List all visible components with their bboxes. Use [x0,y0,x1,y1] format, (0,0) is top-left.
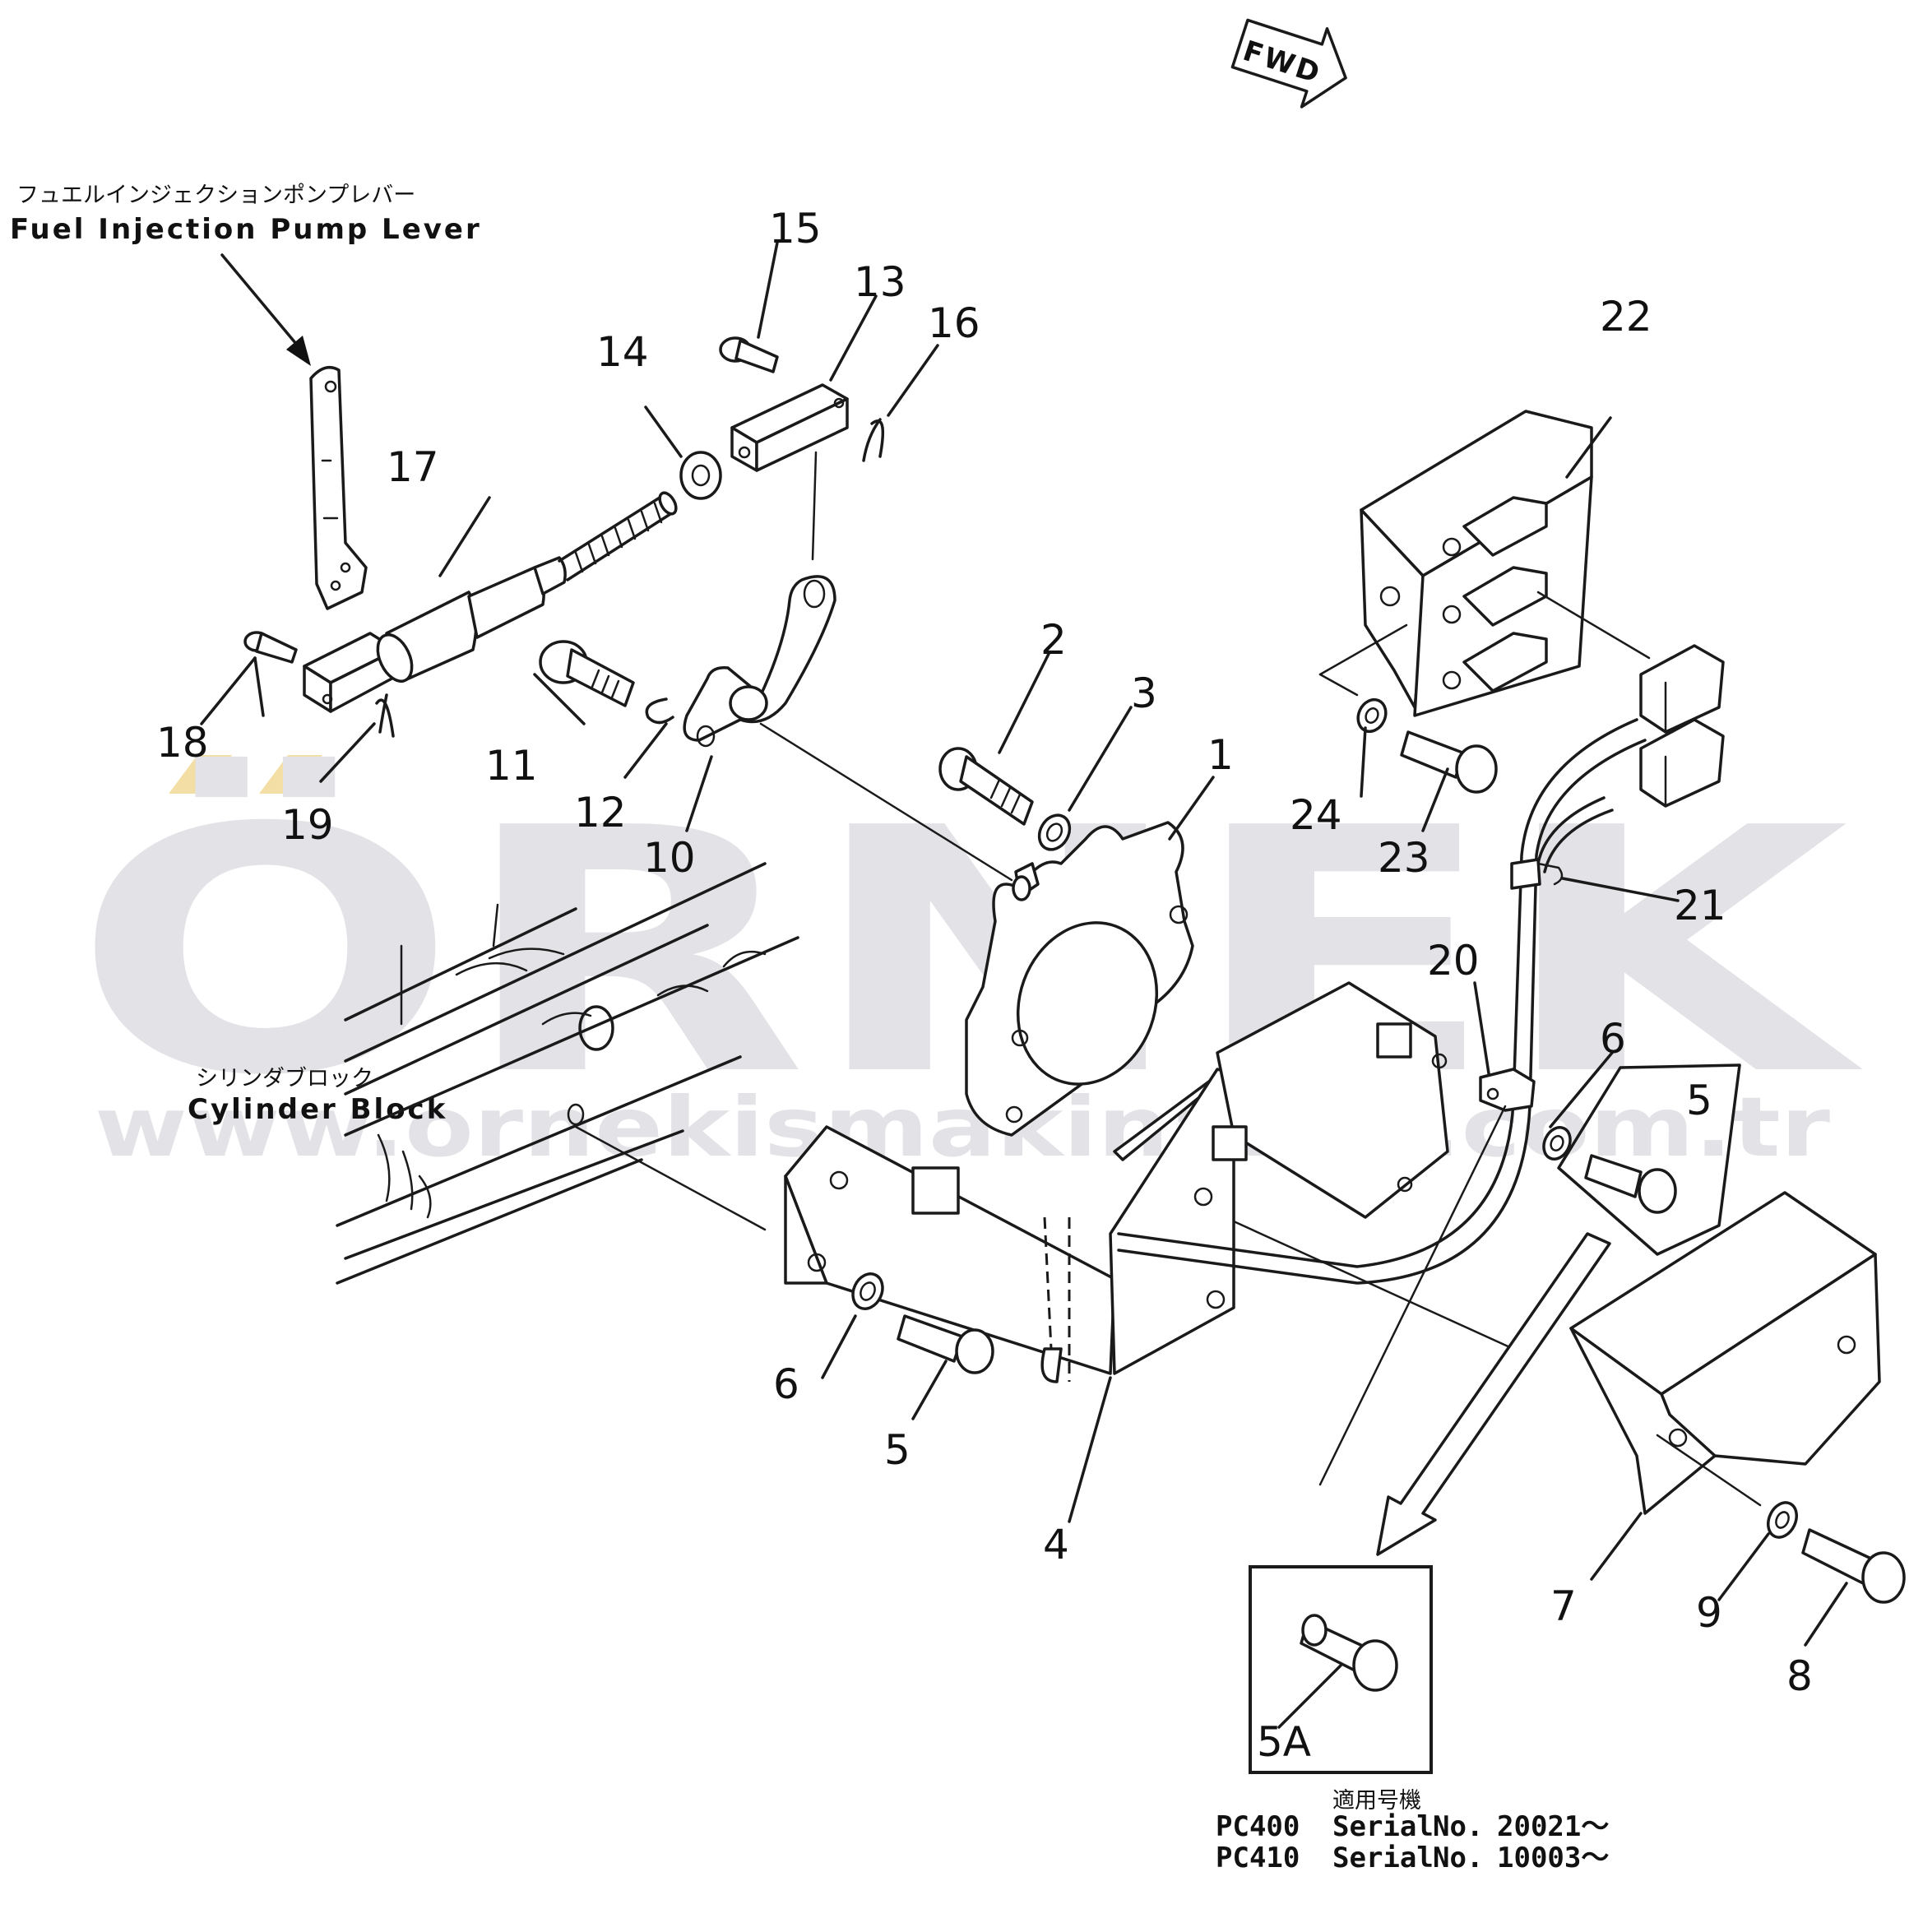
washer-6-left [851,1272,884,1310]
serial-pc400: 20021～ [1497,1810,1609,1843]
callout-6-right: 6 [1600,1015,1626,1063]
bolt-5-left [897,1314,994,1374]
bracket-4 [784,981,1449,1383]
assembly-line [574,1125,767,1231]
actuator-1 [965,821,1194,1137]
wiring-harness [1117,644,1725,1285]
watermark-umlaut-right [259,755,322,794]
fuel-pump-lever-label: Fuel Injection Pump Lever [10,213,482,246]
fuel-pump-lever-label-jp: フュエルインジェクションポンプレバー [16,183,415,208]
bolt-2 [938,747,1034,826]
assembly-line [1318,673,1359,697]
callout-22: 22 [1600,293,1652,341]
no-label-pc410: No. [1433,1842,1483,1874]
assembly-line [811,451,818,561]
callout-12: 12 [574,789,627,836]
callout-23: 23 [1378,834,1430,882]
assembly-line [1318,623,1408,676]
callout-5-right: 5 [1686,1077,1712,1124]
watermark-url: www.ornekismakinalari.com.tr [95,1079,1831,1175]
callout-1: 1 [1207,731,1234,779]
cotter-pin-19 [375,693,395,738]
cylinder-block-label: Cylinder Block [188,1093,447,1126]
callout-5-left: 5 [884,1426,911,1474]
watermark-umlaut-left [169,755,232,794]
model-pc400: PC400 [1216,1810,1300,1843]
cover-7 [1569,1191,1881,1515]
callout-14: 14 [596,328,649,376]
applicability-block: 適用号機 PC400 Serial No. 20021～ PC410 Seria… [1216,1788,1609,1874]
serial-pc410: 10003～ [1497,1842,1609,1874]
assembly-line [759,722,1013,882]
callout-21: 21 [1674,882,1726,929]
callout-10: 10 [643,834,696,882]
control-rod-assembly [303,491,678,713]
callout-16: 16 [928,299,980,347]
bolt-8 [1801,1528,1906,1604]
callout-9: 9 [1696,1589,1722,1637]
cylinder-block-label-jp: シリンダブロック [196,1066,373,1091]
nut-14 [679,451,722,500]
callout-13: 13 [854,258,906,306]
model-pc410: PC410 [1216,1842,1300,1874]
fuel-lever-pointer-line [220,253,306,355]
fwd-arrow: FWD [1230,18,1347,109]
lever-10 [683,575,836,748]
callout-7: 7 [1550,1582,1577,1630]
arrow-head-icon [286,336,311,366]
callout-15: 15 [769,205,822,253]
callout-2: 2 [1040,616,1067,664]
callout-6-left: 6 [773,1360,799,1408]
connector-block-13 [730,383,849,472]
callout-leaders [200,241,1848,1647]
washer-3 [1037,813,1072,851]
assembly-line [1318,1105,1507,1486]
inset-part-label: 5A [1257,1718,1311,1766]
inset-5a: 5A [1249,1565,1433,1774]
callout-8: 8 [1786,1652,1813,1700]
callout-4: 4 [1043,1521,1069,1568]
washer-24 [1356,697,1388,734]
callout-3: 3 [1131,669,1157,717]
assembly-line [1656,1434,1762,1507]
bolt-group-5-6-right [1542,1063,1741,1256]
applicability-title: 適用号機 [1332,1788,1421,1814]
cylinder-block [336,862,799,1285]
assembly-line [1536,591,1651,660]
serial-label-pc410: Serial [1332,1842,1434,1874]
washer-9 [1767,1501,1798,1539]
no-label-pc400: No. [1433,1810,1483,1843]
callout-20: 20 [1427,937,1480,985]
bolt-18 [243,631,298,664]
assembly-line [1232,1220,1515,1351]
snap-ring-12 [645,697,674,725]
callout-24: 24 [1290,791,1342,839]
cover-22 [1360,410,1593,717]
fuel-injection-lever [309,365,368,610]
bolt-11 [539,640,635,707]
callout-17: 17 [387,443,439,491]
bolt-15 [719,336,779,373]
callout-18: 18 [156,719,209,767]
cotter-pin-16 [862,418,885,462]
callout-11: 11 [485,742,538,790]
bolt-23 [1400,730,1498,794]
serial-label-pc400: Serial [1332,1810,1434,1843]
callout-19: 19 [281,801,334,849]
inset-arrow [1376,1232,1611,1556]
